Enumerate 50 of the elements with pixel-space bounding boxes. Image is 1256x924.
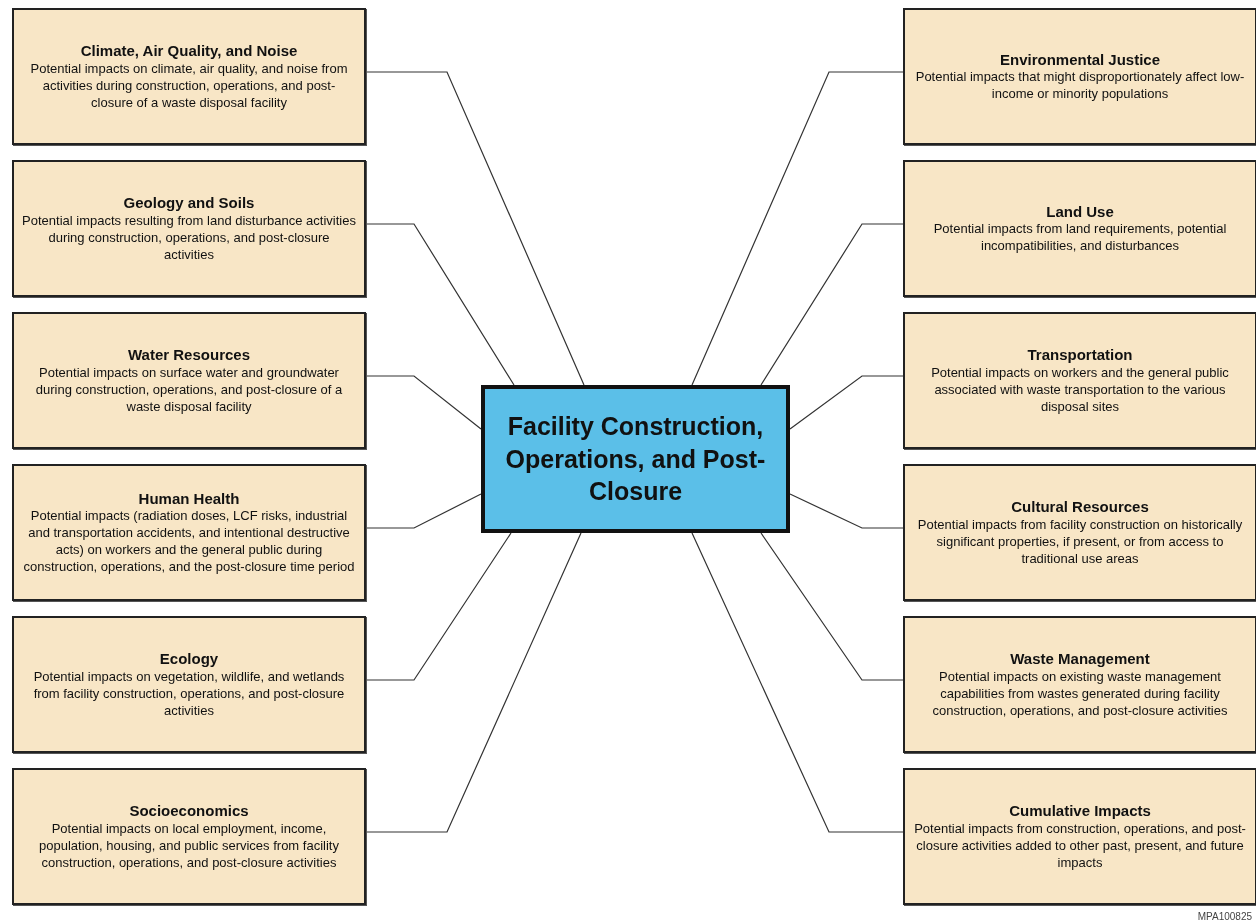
topic-heading: Geology and Soils	[123, 193, 255, 213]
connector-line	[760, 223, 904, 386]
central-title: Facility Construction, Operations, and Post-Closure	[504, 411, 767, 508]
topic-heading: Cumulative Impacts	[1009, 801, 1151, 821]
topic-box	[12, 768, 366, 905]
topic-heading: Cultural Resources	[1011, 497, 1149, 517]
topic-description: Potential impacts on climate, air quality, and noise from activities during construction, operations, and post-closure of a waste disposal facility	[29, 60, 349, 112]
connector-line	[365, 375, 482, 430]
topic-box	[12, 8, 366, 145]
topic-description: Potential impacts on existing waste management capabilities from wastes generated during facility construction, operations, and post-closure activities	[931, 668, 1229, 720]
topic-heading: Water Resources	[128, 345, 250, 365]
topic-heading: Land Use	[1046, 201, 1114, 222]
topic-box	[903, 160, 1256, 297]
topic-description: Potential impacts from facility construction on historically significant properties, if present, or from access to traditional use areas	[916, 516, 1244, 568]
topic-heading: Human Health	[138, 488, 240, 509]
topic-box	[12, 616, 366, 753]
topic-description: Potential impacts on vegetation, wildlife, and wetlands from facility construction, operations, and post-closure activities	[32, 668, 346, 720]
connector-line	[789, 493, 904, 529]
connector-line	[760, 532, 904, 681]
topic-description: Potential impacts (radiation doses, LCF risks, industrial and transportation accidents, and intentional destructive acts) on workers and the general public during construction, operations, and the post-closure time period	[22, 508, 356, 577]
topic-description: Potential impacts from land requirements, potential incompatibilities, and disturbances	[932, 221, 1228, 256]
topic-box	[903, 464, 1256, 601]
topic-description: Potential impacts on surface water and groundwater during construction, operations, and post-closure of a waste disposal facility	[34, 364, 344, 416]
topic-heading: Socioeconomics	[129, 801, 249, 821]
connector-line	[365, 532, 512, 681]
topic-heading: Waste Management	[1010, 649, 1150, 669]
topic-heading: Environmental Justice	[999, 49, 1161, 70]
topic-box	[12, 312, 366, 449]
topic-description: Potential impacts on local employment, income, population, housing, and public services from facility construction, operations, and post-closure activities	[38, 820, 340, 872]
topic-description: Potential impacts that might disproportionately affect low-income or minority populations	[914, 69, 1246, 104]
topic-heading: Climate, Air Quality, and Noise	[80, 41, 298, 61]
topic-box	[903, 312, 1256, 449]
topic-box	[903, 768, 1256, 905]
connector-line	[365, 223, 515, 386]
connector-line	[691, 532, 904, 833]
topic-description: Potential impacts resulting from land disturbance activities during construction, operations, and post-closure activities	[22, 212, 356, 264]
connector-line	[789, 375, 904, 430]
connector-line	[365, 71, 585, 386]
topic-heading: Ecology	[159, 649, 219, 669]
connector-line	[365, 493, 482, 529]
topic-box	[12, 160, 366, 297]
topic-description: Potential impacts on workers and the general public associated with waste transportation to the various disposal sites	[930, 364, 1230, 416]
connector-line	[365, 532, 582, 833]
topic-box	[903, 616, 1256, 753]
topic-description: Potential impacts from construction, operations, and post-closure activities added to other past, present, and future impacts	[913, 820, 1247, 872]
central-box	[481, 385, 790, 533]
topic-box	[12, 464, 366, 601]
topic-heading: Transportation	[1027, 345, 1133, 365]
connector-line	[691, 71, 904, 386]
topic-box	[903, 8, 1256, 145]
